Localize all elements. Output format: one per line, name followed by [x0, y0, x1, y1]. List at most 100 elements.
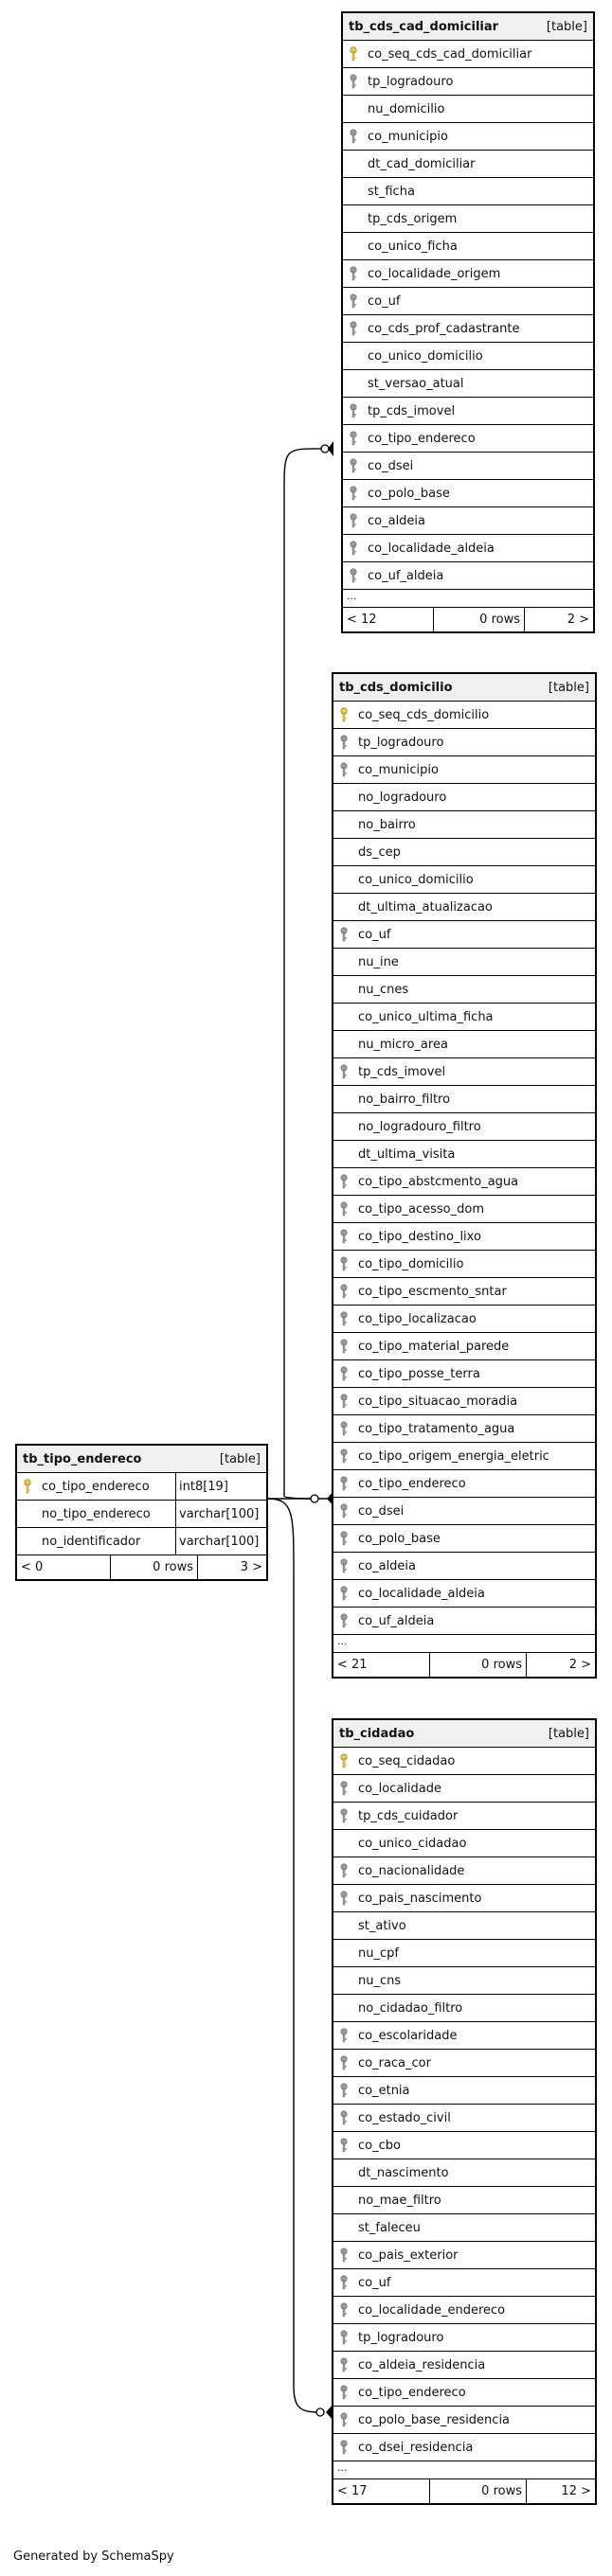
column-row[interactable]: co_municipio [333, 756, 595, 784]
column-row[interactable]: co_tipo_escmento_sntar [333, 1278, 595, 1306]
column-row[interactable]: co_dsei_residencia [333, 2434, 595, 2461]
column-row[interactable]: tp_cds_imovel [343, 398, 593, 425]
column-row[interactable]: tp_logradouro [343, 68, 593, 96]
column-row[interactable]: co_tipo_material_parede [333, 1333, 595, 1360]
children-count[interactable]: 12 > [561, 2484, 591, 2498]
children-count[interactable]: 3 > [240, 1560, 262, 1574]
column-row[interactable]: co_cds_prof_cadastrante [343, 315, 593, 343]
column-row[interactable]: co_aldeia_residencia [333, 2352, 595, 2379]
column-row[interactable]: co_seq_cds_domicilio [333, 702, 595, 729]
parents-count[interactable]: < 0 [17, 1555, 111, 1579]
column-row[interactable]: co_tipo_situacao_moradia [333, 1388, 595, 1415]
column-row[interactable]: co_polo_base [333, 1525, 595, 1553]
column-row[interactable]: no_logradouro_filtro [333, 1113, 595, 1141]
parents-count[interactable]: < 21 [333, 1653, 430, 1677]
column-row[interactable]: co_pais_exterior [333, 2242, 595, 2269]
column-row[interactable]: co_raca_cor [333, 2050, 595, 2077]
column-row[interactable]: co_tipo_endereco [343, 425, 593, 453]
column-row[interactable]: co_tipo_posse_terra [333, 1360, 595, 1388]
column-row[interactable]: nu_cnes [333, 976, 595, 1004]
column-row[interactable]: nu_ine [333, 949, 595, 976]
column-row[interactable]: co_uf_aldeia [343, 562, 593, 590]
column-row[interactable]: tp_cds_cuidador [333, 1803, 595, 1830]
column-name: co_tipo_endereco [358, 2385, 466, 2400]
column-row[interactable]: dt_ultima_atualizacao [333, 894, 595, 921]
column-row[interactable]: st_ficha [343, 178, 593, 205]
column-row[interactable]: dt_ultima_visita [333, 1141, 595, 1168]
children-count[interactable]: 2 > [567, 613, 589, 627]
column-row[interactable]: co_tipo_tratamento_agua [333, 1415, 595, 1443]
column-row[interactable]: co_tipo_origem_energia_eletric [333, 1443, 595, 1470]
column-row[interactable]: tp_cds_origem [343, 205, 593, 233]
column-row[interactable]: co_localidade_endereco [333, 2297, 595, 2324]
column-row[interactable]: dt_nascimento [333, 2159, 595, 2187]
column-row[interactable]: co_escolaridade [333, 2022, 595, 2050]
column-row[interactable]: co_tipo_abstcmento_agua [333, 1168, 595, 1196]
column-row[interactable]: no_cidadao_filtro [333, 1995, 595, 2022]
column-row[interactable]: co_tipo_acesso_dom [333, 1196, 595, 1223]
column-row[interactable]: co_localidade_aldeia [343, 535, 593, 562]
column-row[interactable]: co_etnia [333, 2077, 595, 2105]
column-row[interactable]: co_polo_base_residencia [333, 2407, 595, 2434]
column-row[interactable]: co_pais_nascimento [333, 1885, 595, 1912]
column-row[interactable]: co_tipo_domicilio [333, 1251, 595, 1278]
table-tb-cds-cad-domiciliar[interactable]: tb_cds_cad_domiciliar [table] co_seq_cds… [341, 11, 595, 633]
column-row[interactable]: nu_micro_area [333, 1031, 595, 1058]
column-row[interactable]: tp_logradouro [333, 2324, 595, 2352]
column-row[interactable]: no_logradouro [333, 784, 595, 811]
parents-count[interactable]: < 17 [333, 2479, 430, 2503]
column-row[interactable]: co_localidade_aldeia [333, 1580, 595, 1608]
column-row[interactable]: co_tipo_localizacao [333, 1306, 595, 1333]
column-row[interactable]: co_uf [343, 288, 593, 315]
column-row[interactable]: co_localidade_origem [343, 260, 593, 288]
column-row[interactable]: co_cbo [333, 2132, 595, 2159]
column-row[interactable]: co_tipo_endereco [333, 1470, 595, 1498]
column-row[interactable]: co_seq_cds_cad_domiciliar [343, 41, 593, 68]
column-row[interactable]: co_tipo_destino_lixo [333, 1223, 595, 1251]
column-row[interactable]: st_versao_atual [343, 370, 593, 398]
column-row[interactable]: nu_cpf [333, 1940, 595, 1967]
column-row[interactable]: no_mae_filtro [333, 2187, 595, 2214]
column-name: co_unico_cidadao [358, 1836, 467, 1851]
column-row[interactable]: co_tipo_endereco [333, 2379, 595, 2407]
column-row[interactable]: co_aldeia [333, 1553, 595, 1580]
column-row[interactable]: st_faleceu [333, 2214, 595, 2242]
column-row[interactable]: co_unico_domicilio [333, 866, 595, 894]
column-row[interactable]: st_ativo [333, 1912, 595, 1940]
column-name: nu_ine [358, 954, 399, 969]
column-row[interactable]: co_dsei [333, 1498, 595, 1525]
column-row[interactable]: co_seq_cidadao [333, 1748, 595, 1775]
column-row[interactable]: nu_domicilio [343, 96, 593, 123]
column-row[interactable]: co_dsei [343, 453, 593, 480]
column-row[interactable]: co_uf_aldeia [333, 1608, 595, 1635]
column-row[interactable]: co_unico_cidadao [333, 1830, 595, 1857]
foreign-key-icon [333, 1256, 354, 1271]
column-row[interactable]: co_uf [333, 921, 595, 949]
column-row[interactable]: co_polo_base [343, 480, 593, 507]
column-name: co_etnia [358, 2083, 410, 2098]
column-row[interactable]: co_unico_ultima_ficha [333, 1004, 595, 1031]
column-row[interactable]: co_unico_ficha [343, 233, 593, 260]
column-row[interactable]: co_uf [333, 2269, 595, 2297]
column-row[interactable]: tp_cds_imovel [333, 1058, 595, 1086]
parents-count[interactable]: < 12 [343, 608, 434, 631]
column-row[interactable]: no_bairro_filtro [333, 1086, 595, 1113]
column-row[interactable]: dt_cad_domiciliar [343, 151, 593, 178]
column-row[interactable]: tp_logradouro [333, 729, 595, 756]
column-row[interactable]: co_municipio [343, 123, 593, 151]
table-tb-cds-domicilio[interactable]: tb_cds_domicilio [table] co_seq_cds_domi… [332, 672, 597, 1679]
column-row[interactable]: co_nacionalidade [333, 1857, 595, 1885]
children-count[interactable]: 2 > [568, 1658, 591, 1672]
column-row[interactable]: ds_cep [333, 839, 595, 866]
column-row[interactable]: nu_cns [333, 1967, 595, 1995]
column-row[interactable]: co_unico_domicilio [343, 343, 593, 370]
column-row[interactable]: co_estado_civil [333, 2105, 595, 2132]
column-row[interactable]: co_localidade [333, 1775, 595, 1803]
column-row[interactable]: co_aldeia [343, 507, 593, 535]
column-row[interactable]: no_bairro [333, 811, 595, 839]
table-tb-tipo-endereco[interactable]: tb_tipo_endereco [table] co_tipo_enderec… [15, 1444, 268, 1581]
